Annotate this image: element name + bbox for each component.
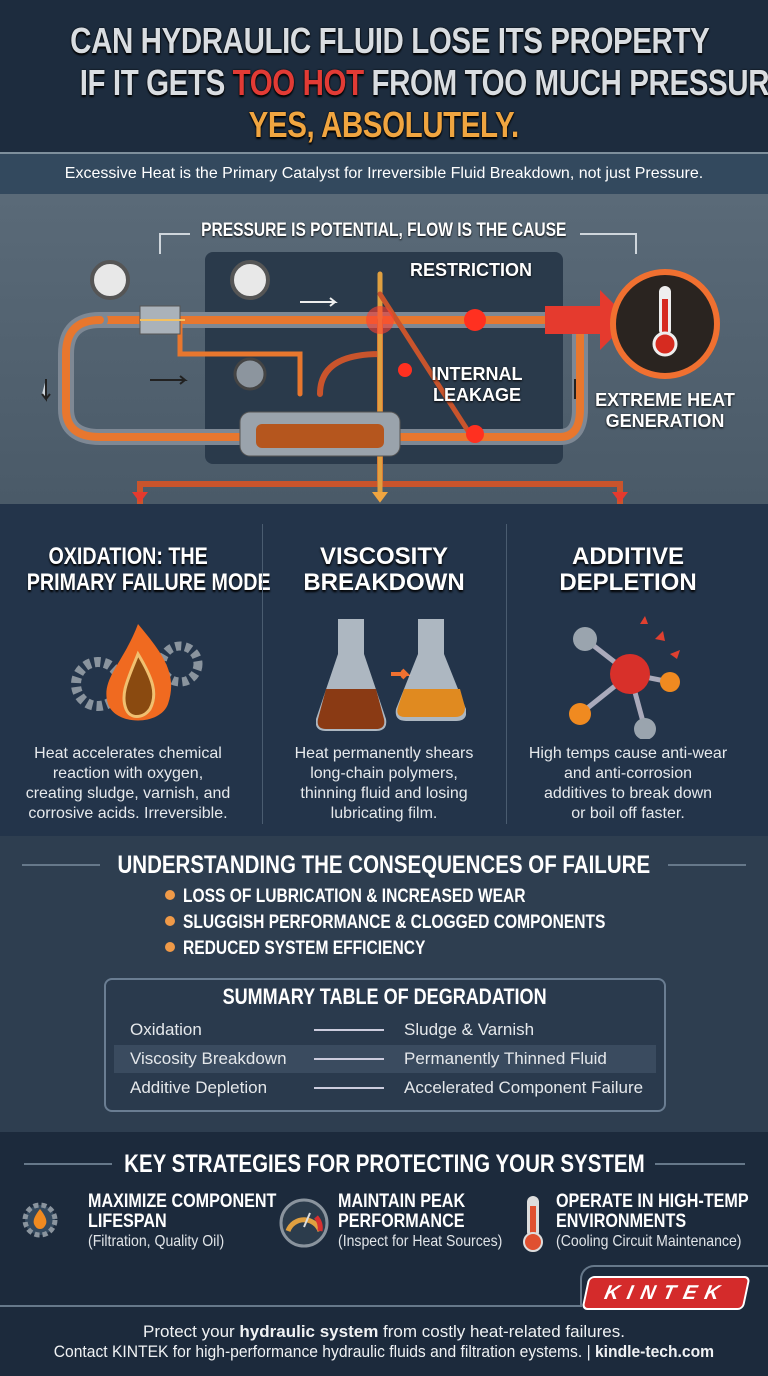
- divider: [262, 524, 263, 824]
- valve-icon: [233, 357, 267, 391]
- title-bracket: [159, 233, 637, 254]
- flame-gears-oil-drop-icon: [71, 624, 203, 721]
- bullet-icon: [165, 890, 175, 900]
- pressure-gauge-icon: [90, 260, 130, 300]
- subtitle-band: Excessive Heat is the Primary Catalyst f…: [0, 152, 768, 194]
- bullet-icon: [165, 916, 175, 926]
- strategies-section: [0, 1132, 768, 1376]
- gauge-icon: [279, 1198, 329, 1248]
- reservoir-fluid: [256, 424, 384, 448]
- molecule-breaking-icon: [569, 616, 680, 739]
- footer-line-2: Contact KINTEK for high-performance hydr…: [53, 1342, 715, 1361]
- arrow-icon: [314, 1029, 384, 1031]
- hot-spot-glows: [366, 306, 486, 443]
- divider: [506, 524, 507, 824]
- thermometer-icon: [652, 286, 678, 357]
- circuit-panel: [205, 252, 563, 464]
- pressure-gauge-icon: [230, 260, 270, 300]
- diagram-title: PRESSURE IS POTENTIAL, FLOW IS THE CAUSE: [201, 220, 567, 241]
- arrows: [132, 297, 628, 503]
- headline-answer: YES, ABSOLUTELY.: [248, 104, 520, 145]
- bullet-icon: [165, 942, 175, 952]
- arrow-icon: [314, 1058, 384, 1060]
- headline-line-1: CAN HYDRAULIC FLUID LOSE ITS PROPERTY: [70, 20, 710, 61]
- heat-arrow: [545, 290, 630, 350]
- flasks-icon: [316, 619, 466, 731]
- summary-title: SUMMARY TABLE OF DEGRADATION: [222, 984, 548, 1009]
- arrow-icon: [314, 1087, 384, 1089]
- restriction-label: RESTRICTION: [410, 260, 533, 280]
- consequences-title: UNDERSTANDING THE CONSEQUENCES OF FAILUR…: [117, 851, 651, 879]
- consequence-item: REDUCED SYSTEM EFFICIENCY: [165, 938, 479, 960]
- kintek-logo: KINTEK: [583, 1278, 749, 1308]
- circuit-illustration: [41, 233, 720, 517]
- subtitle: Excessive Heat is the Primary Catalyst f…: [64, 165, 704, 182]
- website-link[interactable]: kindle-tech.com: [595, 1342, 715, 1361]
- footer-line-1: Protect your hydraulic system from costl…: [143, 1322, 625, 1341]
- gear-oil-drop-icon: [22, 1202, 58, 1238]
- header: CAN HYDRAULIC FLUID LOSE ITS PROPERTY IF…: [0, 0, 768, 152]
- strategies-title: KEY STRATEGIES FOR PROTECTING YOUR SYSTE…: [123, 1150, 645, 1178]
- headline-line-2: IF IT GETS TOO HOT FROM TOO MUCH PRESSUR…: [79, 62, 768, 103]
- consequence-item: SLUGGISH PERFORMANCE & CLOGGED COMPONENT…: [165, 912, 698, 934]
- hydraulic-circuit-diagram: PRESSURE IS POTENTIAL, FLOW IS THE CAUSE…: [0, 194, 768, 517]
- thermometer-icon: [523, 1196, 543, 1252]
- consequence-item: LOSS OF LUBRICATION & INCREASED WEAR: [165, 886, 601, 908]
